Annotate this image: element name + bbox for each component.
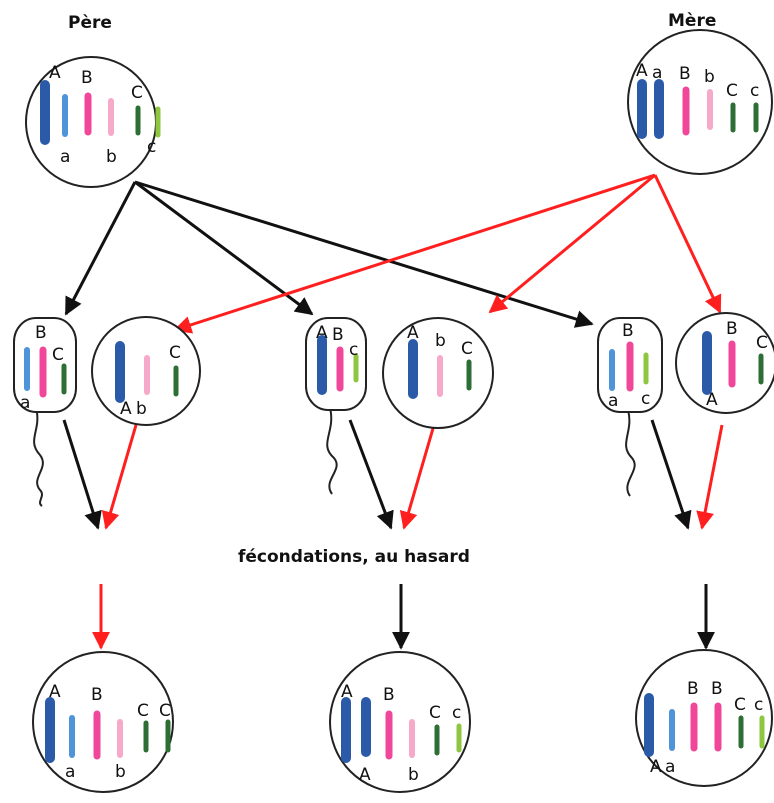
- mother-to-gamete-arrows: [173, 173, 722, 334]
- cell-membrane: [635, 649, 773, 787]
- arrow-mother-egg-2: [488, 173, 656, 314]
- gene-label: a: [20, 393, 30, 413]
- gene-label: b: [435, 331, 446, 351]
- gene-label: C: [137, 701, 149, 721]
- gene-label: C: [159, 701, 171, 721]
- zygote-cell-1: A a B b C C: [32, 651, 174, 793]
- gene-label: C: [726, 81, 738, 101]
- sperm-cell-1: B C a: [13, 317, 77, 507]
- arrow-father-sperm-1: [64, 181, 137, 316]
- gene-label: A: [407, 323, 419, 343]
- arrow-father-sperm-3: [134, 180, 594, 328]
- gene-label: A: [650, 757, 662, 777]
- gene-label: B: [687, 679, 699, 699]
- arrow-mother-egg-1: [173, 173, 656, 334]
- gene-label: c: [147, 137, 156, 157]
- gene-label: A: [49, 63, 61, 83]
- gene-label: B: [622, 321, 634, 341]
- mother-label: Mère: [668, 11, 716, 31]
- father-to-gamete-arrows: [64, 180, 594, 328]
- cell-membrane: [675, 312, 774, 414]
- arrow-sperm-1-down: [62, 419, 102, 530]
- zygote-cell-2: A A B b C c: [329, 651, 471, 793]
- gene-label: C: [52, 345, 64, 365]
- gene-label: C: [169, 343, 181, 363]
- gene-label: C: [461, 339, 473, 359]
- arrow-sperm-2-down: [348, 419, 394, 530]
- cell-membrane: [32, 651, 174, 793]
- sperm-tail: [625, 409, 636, 497]
- gene-label: B: [91, 685, 103, 705]
- egg-cell-3: B C A: [675, 312, 774, 414]
- sperm-cell-3: B a c: [597, 317, 663, 497]
- gene-label: A: [636, 61, 648, 81]
- egg-cell-1: C A b: [91, 316, 201, 426]
- gene-label: B: [679, 64, 691, 84]
- gene-label: A: [706, 390, 718, 410]
- gene-label: a: [60, 147, 70, 167]
- gene-label: A: [316, 323, 328, 343]
- gene-label: A: [359, 765, 371, 785]
- mother-cell: A a B b C c: [627, 29, 773, 175]
- gene-label: c: [641, 389, 650, 409]
- arrow-mother-egg-3: [653, 174, 722, 314]
- arrow-father-sperm-2: [134, 180, 314, 316]
- gene-label: A: [49, 682, 61, 702]
- sperm-cell-2: A B c: [305, 317, 367, 495]
- gene-label: c: [750, 81, 759, 101]
- gene-label: a: [65, 762, 75, 782]
- gene-label: a: [608, 391, 618, 411]
- gene-label: C: [734, 695, 746, 715]
- arrow-egg-2-down: [399, 424, 436, 530]
- father-cell: A a B b C c: [25, 56, 161, 188]
- gene-label: c: [754, 695, 763, 715]
- gene-label: c: [452, 703, 461, 723]
- gene-label: b: [408, 765, 419, 785]
- gene-label: C: [131, 83, 143, 103]
- arrow-sperm-3-down: [650, 419, 692, 530]
- arrow-egg-1-down: [101, 424, 138, 530]
- sperm-tail: [326, 407, 338, 495]
- gamete-to-fertilization-arrows: [62, 419, 724, 530]
- gene-label: a: [665, 757, 675, 777]
- gene-label: C: [429, 703, 441, 723]
- sperm-tail: [33, 407, 44, 507]
- gene-label: b: [115, 762, 126, 782]
- gene-label: C: [756, 333, 768, 353]
- gene-label: b: [704, 67, 715, 87]
- cell-membrane: [329, 651, 471, 793]
- arrow-egg-3-down: [696, 424, 724, 530]
- gene-label: B: [35, 323, 47, 343]
- gene-label: b: [136, 399, 147, 419]
- gene-label: A: [120, 399, 132, 419]
- gene-label: A: [341, 682, 353, 702]
- gene-label: b: [106, 147, 117, 167]
- gene-label: B: [383, 685, 395, 705]
- gene-label: B: [726, 319, 738, 339]
- gene-label: B: [332, 325, 344, 345]
- cell-membrane: [627, 29, 773, 175]
- father-label: Père: [68, 13, 112, 33]
- gene-label: c: [349, 340, 358, 360]
- zygote-cell-3: B B C c A a: [635, 649, 773, 787]
- gene-label: B: [81, 68, 93, 88]
- egg-cell-2: A b C: [382, 317, 494, 429]
- fertilization-label: fécondations, au hasard: [238, 547, 470, 567]
- gene-label: a: [652, 63, 662, 83]
- to-zygote-arrows: [92, 584, 715, 650]
- gene-label: B: [711, 679, 723, 699]
